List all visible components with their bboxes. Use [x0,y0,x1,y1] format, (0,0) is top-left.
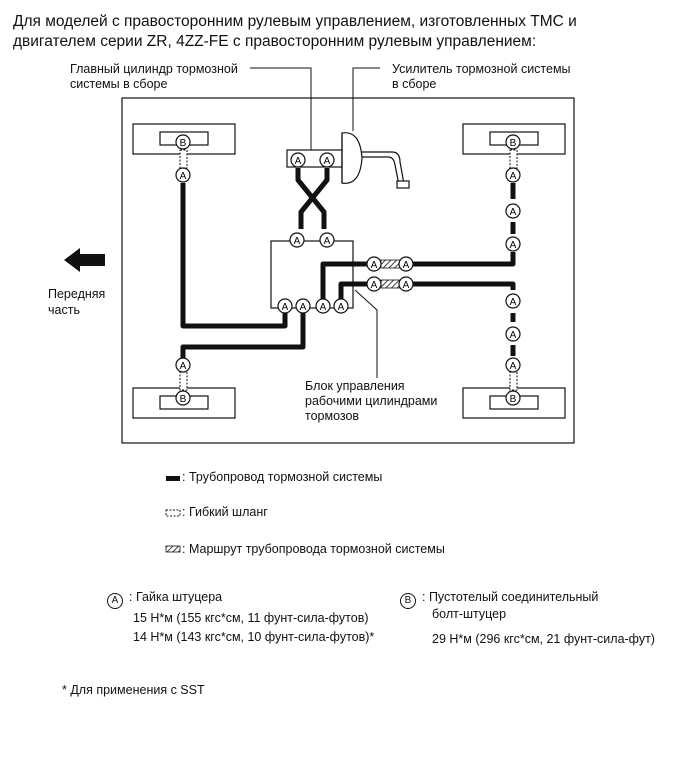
legend-route-symbol [165,545,181,553]
marker-a-route-1r: A [398,256,414,272]
marker-a-legend-icon: A [107,593,123,609]
line-rear-left [180,307,306,358]
marker-a-route-1l: A [366,256,382,272]
line-to-front-right [320,261,375,307]
spec-a-title: : Гайка штуцера [129,590,223,604]
marker-a-act-bottom-2: A [295,298,311,314]
leader-lines [250,67,380,378]
route-segment-1 [380,259,402,269]
marker-a-route-2l: A [366,276,382,292]
marker-b-front-left: B [175,134,191,150]
booster-rod [362,151,405,185]
svg-text:A: A [510,240,517,251]
heading-line-2: двигателем серии ZR, 4ZZ-FE с правосторо… [13,33,537,50]
hose-rear-left [179,371,188,391]
line-front-left [180,183,277,329]
svg-text:A: A [324,156,331,167]
marker-a-act-top-2: A [319,232,335,248]
marker-b-front-right: B [505,134,521,150]
svg-text:A: A [180,171,187,182]
svg-text:A: A [320,302,327,313]
svg-text:B: B [180,394,187,405]
svg-text:A: A [371,260,378,271]
brake-lines [180,168,516,358]
front-arrow-icon [64,248,105,272]
marker-a-rr-line-2: A [505,326,521,342]
svg-text:A: A [371,280,378,291]
spec-union-bolt: B : Пустотелый соединительный болт-штуцер… [400,588,655,649]
svg-text:A: A [180,361,187,372]
mc-cross-2 [298,168,330,229]
spec-a-torque-1: 15 Н*м (155 кгс*см, 11 фунт-сила-футов) [133,611,369,625]
svg-text:A: A [338,302,345,313]
spec-b-title-1: : Пустотелый соединительный [422,590,599,604]
svg-text:A: A [294,236,301,247]
marker-b-rear-right: B [505,390,521,406]
label-booster: Усилитель тормозной системы в сборе [392,62,571,91]
hose-front-left [179,149,188,169]
legend-flex-hose: : Гибкий шланг [182,505,268,519]
marker-a-mc-2: A [319,152,335,168]
markers: B A B A A A A A A B A B A A A A A A A A … [175,134,521,406]
svg-text:A: A [510,171,517,182]
hose-rear-right [509,371,518,391]
legend-brake-line: : Трубопровод тормозной системы [182,470,383,484]
marker-a-act-bottom-3: A [315,298,331,314]
hose-front-right [509,149,518,169]
spec-b-title-2: болт-штуцер [432,607,507,621]
svg-text:A: A [282,302,289,313]
svg-text:A: A [295,156,302,167]
svg-text:A: A [510,330,517,341]
marker-a-act-bottom-4: A [333,298,349,314]
svg-text:A: A [300,302,307,313]
svg-text:A: A [403,280,410,291]
spec-union-nut: A : Гайка штуцера 15 Н*м (155 кгс*см, 11 … [107,588,374,647]
legend-route: : Маршрут трубопровода тормозной системы [182,542,445,556]
legend-brake-line-symbol [166,476,180,481]
footnote: * Для применения с SST [62,683,205,697]
marker-a-front-left: A [175,167,191,183]
marker-a-rear-left: A [175,357,191,373]
route-segment-2 [380,279,402,289]
svg-text:A: A [510,297,517,308]
spec-a-torque-2: 14 Н*м (143 кгс*см, 10 фунт-сила-футов)* [133,630,375,644]
svg-text:A: A [510,207,517,218]
svg-text:A: A [324,236,331,247]
marker-a-front-right: A [505,167,521,183]
marker-b-legend-icon: B [400,593,416,609]
marker-b-rear-left: B [175,390,191,406]
heading-line-1: Для моделей с правосторонним рулевым упр… [13,13,577,30]
marker-a-act-top-1: A [289,232,305,248]
svg-text:B: B [510,394,517,405]
legend-flex-hose-symbol [165,509,181,517]
label-actuator: Блок управления рабочими цилиндрами торм… [305,379,438,423]
marker-a-fr-line-1: A [505,203,521,219]
marker-a-mc-1: A [290,152,306,168]
label-front: Передняя часть [48,287,106,317]
marker-a-rr-line-1: A [505,293,521,309]
marker-a-act-bottom-1: A [277,298,293,314]
marker-a-rear-right: A [505,357,521,373]
marker-a-route-2r: A [398,276,414,292]
label-master-cylinder: Главный цилиндр тормозной системы в сбор… [70,62,238,91]
marker-a-fr-line-2: A [505,236,521,252]
diagram-frame [121,97,575,444]
page-heading: Для моделей с правосторонним рулевым упр… [13,12,683,52]
svg-text:B: B [510,138,517,149]
svg-text:B: B [180,138,187,149]
brake-booster [341,132,363,184]
svg-text:A: A [510,361,517,372]
svg-text:A: A [403,260,410,271]
spec-b-torque: 29 Н*м (296 кгс*см, 21 фунт-сила-фут) [432,632,655,646]
